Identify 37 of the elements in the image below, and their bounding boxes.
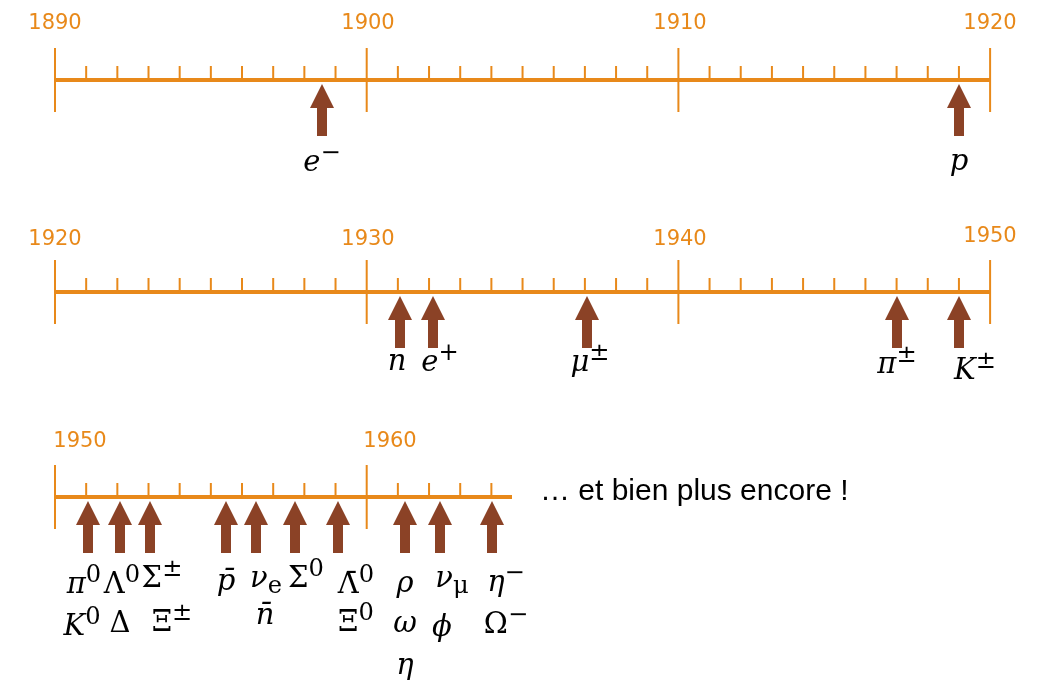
year-label: 1930 — [341, 227, 395, 249]
particle-symbol: π$^{±}$ — [877, 342, 917, 378]
particle-symbol: Σ$^{±}$ — [141, 556, 183, 592]
particle-symbol: Λ$^{0}$ — [103, 562, 141, 598]
particle-symbol: η$^{−}$ — [487, 560, 525, 596]
particle-symbol: e$^{+}$ — [421, 340, 459, 376]
particle-symbol: ν$_{μ}$ — [435, 562, 469, 598]
particle-symbol: e$^{−}$ — [303, 140, 341, 176]
year-label: 1890 — [28, 11, 82, 33]
particle-symbol: Λ̄$^{0}$ — [337, 562, 375, 598]
year-label: 1920 — [28, 227, 82, 249]
year-label: 1910 — [653, 11, 707, 33]
particle-symbol: π$^{0}$ — [66, 562, 102, 598]
year-label: 1950 — [53, 429, 107, 451]
particle-symbol: ν$_{e}$ — [250, 562, 282, 598]
particle-symbol: ρ — [396, 567, 414, 597]
particle-symbol: n — [387, 345, 407, 375]
year-label: 1900 — [341, 11, 395, 33]
particle-symbol: K$^{0}$ — [63, 604, 101, 640]
particle-symbol: Ω$^{−}$ — [483, 602, 529, 638]
particle-symbol: μ$^{±}$ — [570, 340, 610, 376]
particle-symbol: Δ — [109, 607, 131, 637]
particle-symbol: ω — [393, 607, 417, 637]
particle-symbol: η — [396, 649, 414, 679]
year-label: 1950 — [963, 224, 1017, 246]
particle-symbol: K$^{±}$ — [954, 348, 996, 384]
year-label: 1960 — [363, 429, 417, 451]
particle-symbol: Ξ$^{0}$ — [338, 600, 374, 636]
year-label: 1920 — [963, 11, 1017, 33]
particle-symbol: Ξ$^{±}$ — [151, 600, 193, 636]
particle-symbol: Σ$^{0}$ — [288, 556, 324, 592]
particle-symbol: p — [949, 145, 969, 175]
year-label: 1940 — [653, 227, 707, 249]
particle-symbol: ϕ — [432, 611, 452, 641]
particle-symbol: p̄ — [216, 565, 236, 595]
particle-symbol: n̄ — [255, 599, 275, 629]
note: … et bien plus encore ! — [540, 475, 849, 505]
